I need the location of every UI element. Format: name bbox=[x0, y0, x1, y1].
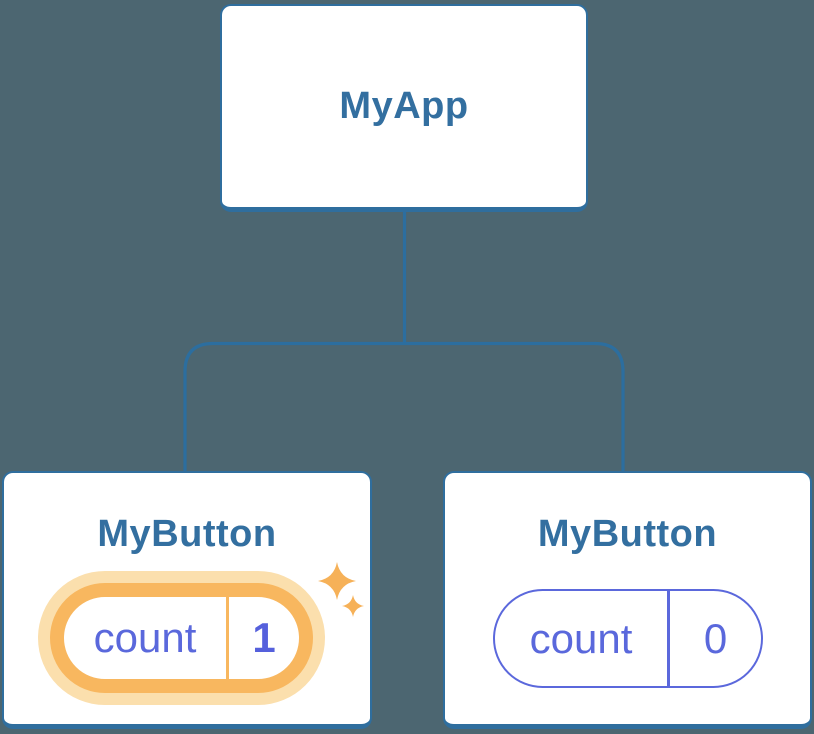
state-pill-highlighted: count 1 bbox=[50, 583, 313, 693]
state-key: count bbox=[529, 614, 633, 662]
node-myapp: MyApp bbox=[220, 4, 588, 212]
node-mybutton-updated: MyButton count 1 bbox=[2, 471, 372, 729]
node-myapp-label: MyApp bbox=[339, 85, 469, 127]
pill-divider bbox=[667, 591, 670, 686]
state-value: 0 bbox=[703, 614, 728, 662]
sparkle-icon bbox=[342, 595, 364, 617]
pill-divider bbox=[226, 597, 229, 679]
node-mybutton-initial: MyButton count 0 bbox=[443, 471, 812, 729]
state-value: 1 bbox=[252, 614, 276, 661]
sparkle-icon bbox=[318, 562, 356, 600]
state-pill: count 0 bbox=[493, 589, 763, 688]
node-mybutton-initial-label: MyButton bbox=[537, 513, 718, 555]
node-mybutton-updated-label: MyButton bbox=[97, 513, 277, 555]
state-key: count bbox=[93, 614, 197, 661]
